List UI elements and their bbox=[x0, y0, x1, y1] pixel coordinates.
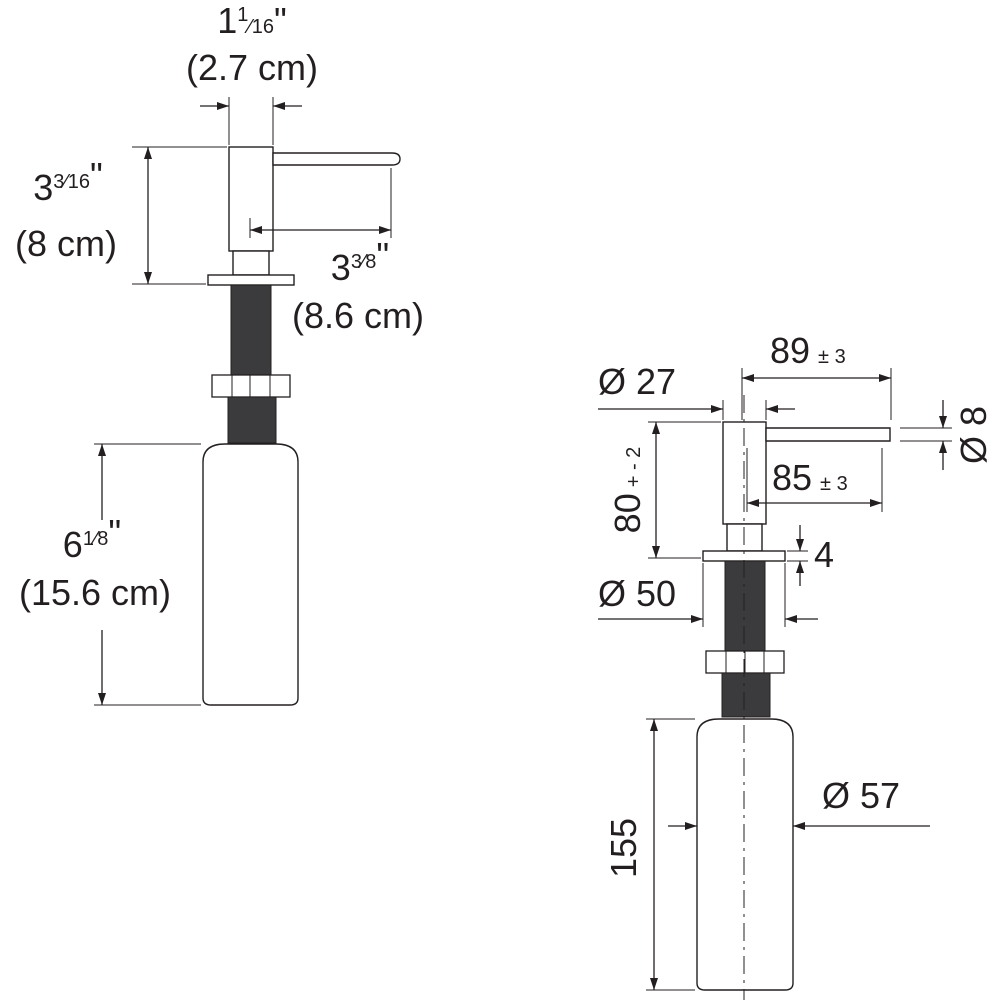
imperial-top-width-dimension: 11⁄16" (2.7 cm) bbox=[186, 0, 318, 145]
imperial-neck bbox=[232, 250, 270, 276]
imperial-bottle-height-label: 61⁄8" bbox=[63, 512, 121, 565]
metric-bottle-diameter-label: Ø 57 bbox=[822, 775, 900, 816]
imperial-bottle bbox=[202, 443, 299, 706]
imperial-lower-thread bbox=[227, 396, 277, 444]
imperial-spout bbox=[272, 152, 401, 166]
metric-bottle bbox=[696, 718, 794, 991]
imperial-head bbox=[228, 146, 274, 252]
metric-spout-reach-label: 85± 3 bbox=[772, 457, 848, 498]
imperial-spout-reach-dimension: 33⁄8" (8.6 cm) bbox=[249, 168, 424, 336]
metric-spout bbox=[765, 427, 891, 442]
imperial-head-height-dimension: 33⁄16" (8 cm) bbox=[15, 146, 227, 285]
imperial-nut bbox=[211, 374, 291, 398]
imperial-bottle-height-cm-label: (15.6 cm) bbox=[19, 572, 171, 613]
imperial-threaded-tube bbox=[230, 284, 272, 376]
metric-spout-reach-dimension: 85± 3 bbox=[746, 448, 883, 512]
metric-spout-total-label: 89± 3 bbox=[770, 330, 846, 371]
imperial-head-height-label: 33⁄16" bbox=[33, 155, 103, 208]
metric-bottle-height-dimension: 155 bbox=[603, 718, 695, 991]
metric-head-height-dimension: 80+ - 2 bbox=[607, 421, 721, 559]
metric-lower-thread bbox=[721, 672, 771, 718]
metric-head-height-label: 80+ - 2 bbox=[607, 447, 648, 534]
imperial-spout-reach-label: 33⁄8" bbox=[331, 235, 389, 288]
metric-spout-total-dimension: 89± 3 bbox=[741, 330, 892, 420]
metric-flange-thickness-dimension: 4 bbox=[787, 525, 834, 586]
imperial-flange bbox=[207, 274, 295, 286]
metric-spout-diameter-dimension: Ø 8 bbox=[900, 400, 994, 470]
metric-head-diameter-label: Ø 27 bbox=[598, 361, 676, 402]
metric-head-diameter-dimension: Ø 27 bbox=[598, 361, 795, 420]
metric-flange-diameter-dimension: Ø 50 bbox=[598, 563, 818, 627]
imperial-dispenser-outline bbox=[202, 146, 401, 706]
imperial-view: 11⁄16" (2.7 cm) 33⁄16" (8 cm) 33⁄8" (8.6… bbox=[15, 0, 424, 706]
metric-flange-thickness-label: 4 bbox=[814, 534, 834, 575]
metric-spout-diameter-label: Ø 8 bbox=[953, 406, 994, 464]
metric-view: 89± 3 Ø 27 Ø 8 80+ - 2 bbox=[598, 330, 994, 1000]
imperial-bottle-height-dimension: 61⁄8" (15.6 cm) bbox=[19, 443, 201, 706]
metric-dispenser-outline bbox=[696, 395, 891, 1000]
metric-bottle-height-label: 155 bbox=[603, 818, 644, 878]
imperial-spout-reach-cm-label: (8.6 cm) bbox=[292, 295, 424, 336]
imperial-top-width-label: 11⁄16" bbox=[217, 0, 287, 41]
metric-flange-diameter-label: Ø 50 bbox=[598, 573, 676, 614]
metric-bottle-diameter-dimension: Ø 57 bbox=[668, 775, 930, 830]
imperial-head-height-cm-label: (8 cm) bbox=[15, 223, 117, 264]
metric-threaded-tube bbox=[724, 560, 766, 652]
imperial-top-width-cm-label: (2.7 cm) bbox=[186, 47, 318, 88]
